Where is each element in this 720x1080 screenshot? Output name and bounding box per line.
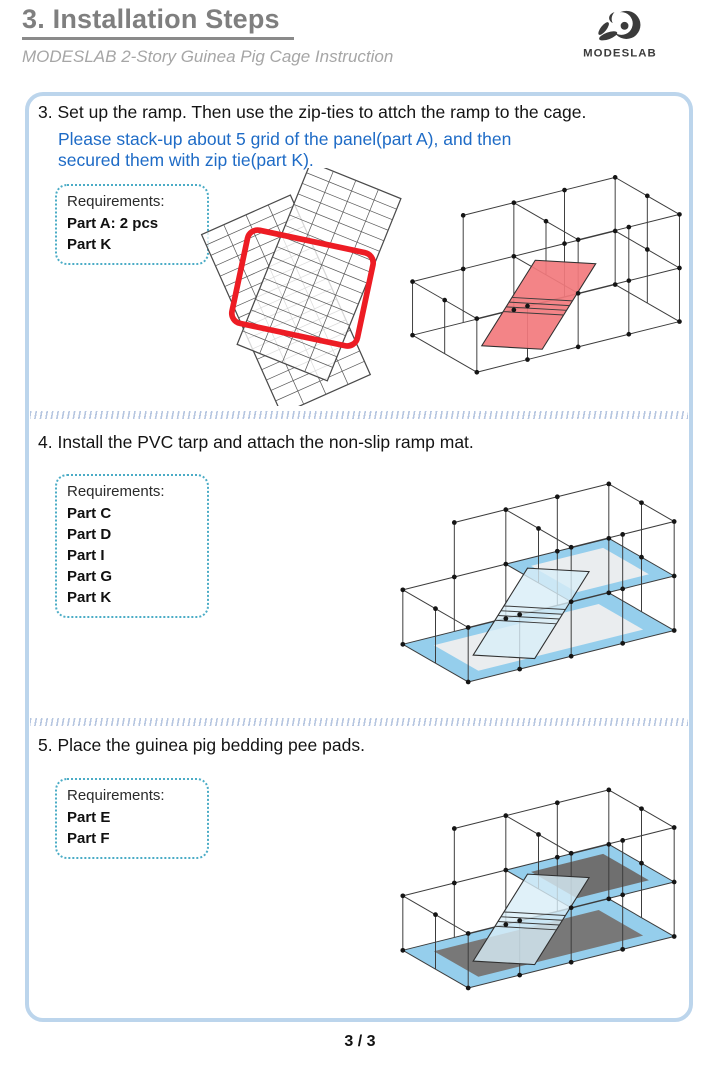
requirements-box-step-4: Requirements: Part C Part D Part I Part … [55,474,209,618]
requirement-item: Part G [67,568,113,585]
step-3-note: Please stack-up about 5 grid of the pane… [58,129,658,171]
step-3-note-line-2: secured them with zip tie(part K). [58,150,314,170]
requirement-item: Part F [67,830,110,847]
cage-with-red-ramp-diagram [410,175,682,375]
requirement-item: Part K [67,589,112,606]
requirement-item: Part I [67,547,105,564]
modeslab-logo: MODESLAB [570,5,670,63]
stacked-panels-diagram [200,168,402,406]
page-title: 3. Installation Steps [22,4,294,40]
brand-wordmark: MODESLAB [583,48,657,60]
requirements-label: Requirements: [67,483,165,500]
requirements-box-step-3: Requirements: Part A: 2 pcs Part K [55,184,209,265]
cage-with-pee-pads-diagram [400,787,677,991]
page-subtitle: MODESLAB 2-Story Guinea Pig Cage Instruc… [22,47,394,66]
bird-moon-logo-icon: MODESLAB [583,10,657,60]
requirements-label: Requirements: [67,193,165,210]
step-4-heading: 4. Install the PVC tarp and attach the n… [38,432,474,452]
cage-with-tarp-diagram [400,481,677,685]
steps-panel: 3. Set up the ramp. Then use the zip-tie… [25,92,693,1022]
step-3-heading: 3. Set up the ramp. Then use the zip-tie… [38,102,587,122]
section-divider [30,718,688,726]
requirement-item: Part E [67,809,111,826]
requirements-box-step-5: Requirements: Part E Part F [55,778,209,859]
requirements-label: Requirements: [67,787,165,804]
step-3-note-line-1: Please stack-up about 5 grid of the pane… [58,129,512,149]
step-5-heading: 5. Place the guinea pig bedding pee pads… [38,735,365,755]
requirement-item: Part C [67,505,112,522]
requirement-item: Part D [67,526,112,543]
requirement-item: Part K [67,236,112,253]
requirement-item: Part A: 2 pcs [67,215,159,232]
section-divider [30,411,688,419]
page-number: 3 / 3 [344,1033,376,1050]
